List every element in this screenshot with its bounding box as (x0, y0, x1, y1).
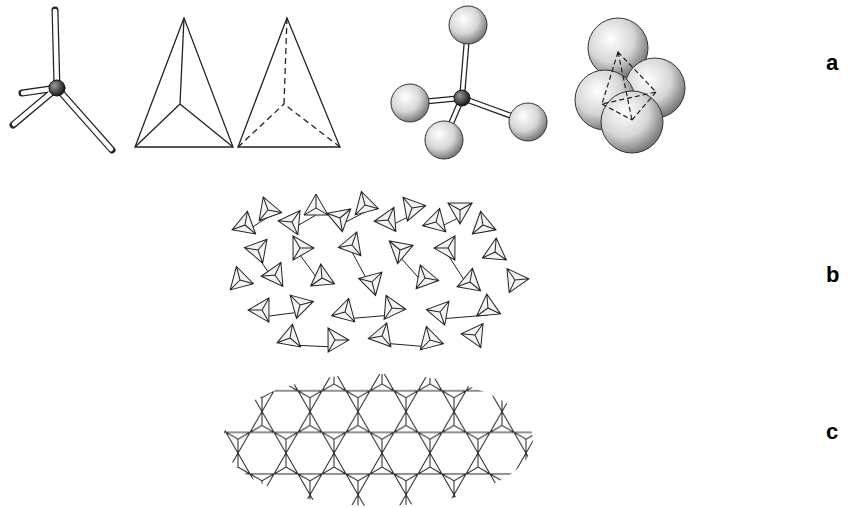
amorphous-network (225, 188, 529, 352)
ball-and-stick-model (391, 6, 547, 159)
panel-letter: c (826, 421, 838, 443)
bond-sketch (13, 10, 112, 150)
space-filling-model (575, 18, 685, 153)
tetrahedron-outline (135, 18, 233, 147)
tetrahedron-dashed (238, 18, 340, 147)
crystalline-network (220, 370, 540, 508)
panel-letter: a (826, 52, 838, 74)
panel-letter: b (826, 264, 839, 286)
